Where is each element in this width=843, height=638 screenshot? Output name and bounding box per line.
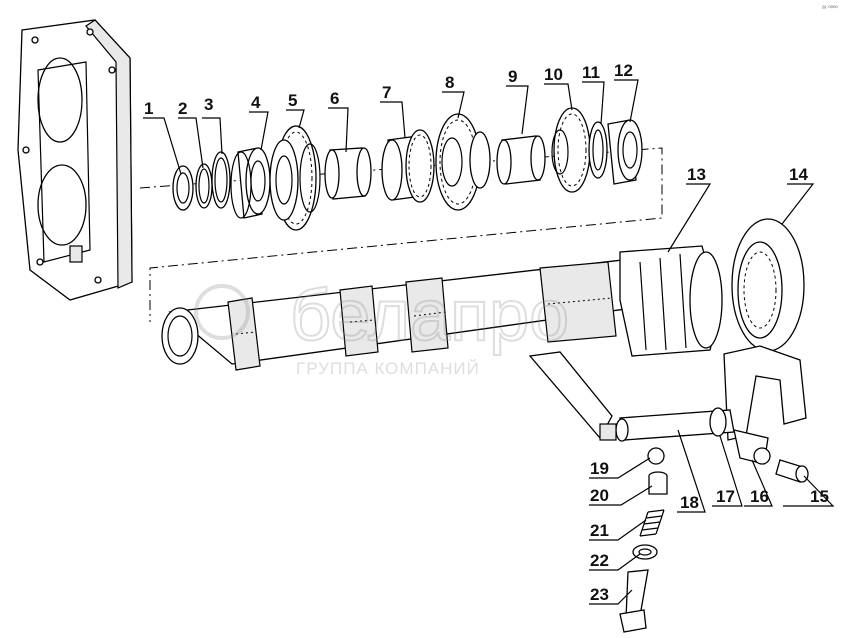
callout-18: 18 <box>680 493 699 512</box>
part-7-gear <box>381 129 435 203</box>
part-6-bushing <box>324 147 372 200</box>
callout-9: 9 <box>508 67 517 86</box>
callout-20: 20 <box>590 486 609 505</box>
part-18-shift-rod <box>528 351 735 442</box>
part-12-bearing <box>607 119 643 185</box>
part-2-snap-ring <box>195 163 213 209</box>
part-14-shift-fork <box>723 218 807 441</box>
watermark-brand: белапро <box>290 276 569 356</box>
callout-13: 13 <box>687 165 706 184</box>
callout-6: 6 <box>330 89 339 108</box>
part-16-bracket <box>733 429 771 465</box>
callout-8: 8 <box>445 73 454 92</box>
part-23-plug <box>619 569 649 633</box>
part-13-main-shaft <box>161 245 723 371</box>
callout-19: 19 <box>590 459 609 478</box>
part-5-gear <box>269 125 321 231</box>
callout-3: 3 <box>204 95 213 114</box>
part-21-spring <box>639 509 665 537</box>
part-10-gear <box>551 107 591 193</box>
callout-23: 23 <box>590 585 609 604</box>
watermark: белапро ГРУППА КОМПАНИЙ <box>194 275 570 378</box>
callout-15: 15 <box>810 487 829 506</box>
callout-22: 22 <box>590 551 609 570</box>
part-22-washer <box>632 544 658 560</box>
callout-1: 1 <box>144 99 153 118</box>
watermark-sub: ГРУППА КОМПАНИЙ <box>296 359 480 378</box>
callout-14: 14 <box>789 165 808 184</box>
part-4-bearing <box>230 147 271 219</box>
callout-10: 10 <box>544 65 563 84</box>
callout-12: 12 <box>614 61 633 80</box>
callout-2: 2 <box>178 99 187 118</box>
part-11-ring <box>588 121 608 179</box>
callout-4: 4 <box>251 93 261 112</box>
part-8-gear <box>435 113 491 211</box>
corner-mark: ²⁸ ⁰⁰⁰⁰ <box>822 5 838 12</box>
callout-16: 16 <box>750 487 769 506</box>
housing-plate <box>17 19 133 301</box>
callout-21: 21 <box>590 521 609 540</box>
callout-5: 5 <box>288 91 297 110</box>
callout-11: 11 <box>582 63 600 82</box>
part-20-pin <box>648 471 668 495</box>
callout-17: 17 <box>716 487 735 506</box>
part-9-bushing <box>496 135 546 185</box>
part-1-ring <box>172 165 194 211</box>
part-19-ball <box>647 447 665 465</box>
part-3-washer <box>211 151 231 209</box>
callout-7: 7 <box>382 83 391 102</box>
callout-labels: 1 2 3 4 5 6 7 8 9 10 11 12 13 14 15 16 1… <box>144 61 829 604</box>
leader-lines <box>143 79 835 605</box>
part-15-bolt <box>775 459 809 483</box>
